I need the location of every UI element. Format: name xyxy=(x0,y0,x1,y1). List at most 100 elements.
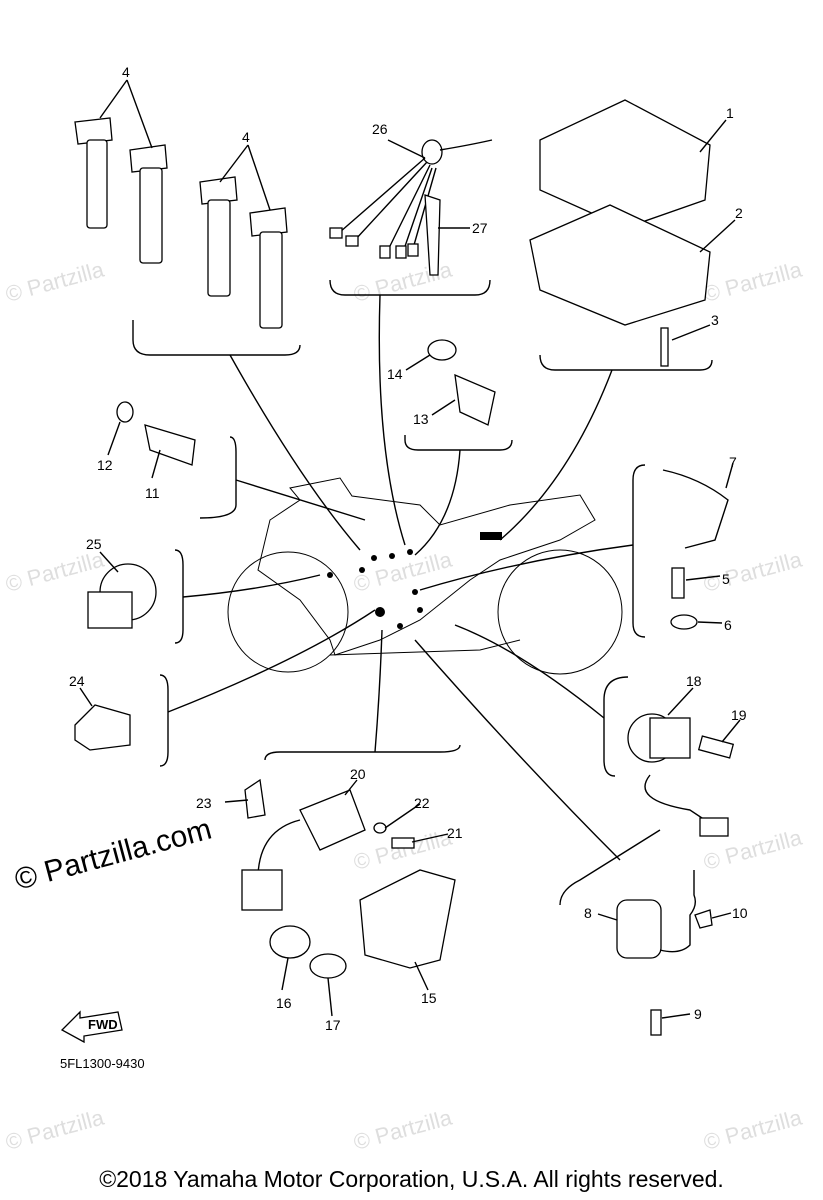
bracket-harness xyxy=(329,279,491,296)
cam-sensor-housing xyxy=(649,717,691,759)
temp-sensor xyxy=(144,424,196,466)
ecu-1 xyxy=(539,99,711,229)
callout-leader xyxy=(327,977,333,1017)
leader-line xyxy=(414,449,461,556)
part-ignition-coils xyxy=(74,117,288,329)
callout-number: 22 xyxy=(414,795,430,811)
pickup-connector xyxy=(241,869,283,911)
callout-leader xyxy=(219,144,271,211)
callout-number: 11 xyxy=(145,485,160,501)
part-relay xyxy=(616,870,713,1036)
location-marker xyxy=(371,555,377,561)
cable-tie xyxy=(424,194,441,276)
leader-line xyxy=(374,629,383,753)
location-marker xyxy=(480,532,502,540)
ecu-bolt xyxy=(660,327,669,367)
connector xyxy=(407,243,419,257)
pickup-rotor xyxy=(359,869,456,969)
callout-leader xyxy=(414,961,429,991)
callout-number: 21 xyxy=(447,825,463,841)
location-marker xyxy=(397,623,403,629)
callout-leader xyxy=(671,324,711,341)
location-marker xyxy=(412,589,418,595)
callout-leader xyxy=(405,354,431,371)
neutral-switch xyxy=(454,373,496,426)
part-map-sensor xyxy=(74,704,131,751)
callout-leader xyxy=(411,833,449,843)
bracket-speed-sensor xyxy=(174,549,184,644)
bracket-relay xyxy=(559,829,661,906)
parts-diagram: © Partzilla © Partzilla © Partzilla © Pa… xyxy=(3,64,805,1155)
leader-line xyxy=(182,574,321,598)
callout-leader xyxy=(661,1013,691,1019)
callout-number: 4 xyxy=(242,129,250,145)
ecu-2 xyxy=(529,204,711,326)
motorcycle-outline xyxy=(227,477,623,675)
oxygen-sensor xyxy=(671,567,685,599)
callout-number: 3 xyxy=(711,312,719,328)
callout-leader xyxy=(99,79,153,149)
callout-leader xyxy=(151,449,161,479)
leader-line xyxy=(414,639,621,861)
connector xyxy=(345,235,359,247)
watermark: © Partzilla xyxy=(351,256,455,306)
watermark: © Partzilla xyxy=(701,546,805,596)
part-neutral-switch xyxy=(427,339,496,426)
bracket-ignition-coils xyxy=(132,320,301,356)
part-cam-sensor xyxy=(627,713,735,837)
bracket-pickup xyxy=(264,744,461,761)
callout-number: 23 xyxy=(196,795,212,811)
cam-bolt xyxy=(697,735,735,759)
grommet xyxy=(421,139,443,165)
callout-leader xyxy=(344,779,358,796)
ignition-coil-4 xyxy=(249,207,288,237)
callout-leader xyxy=(667,687,694,716)
watermark: © Partzilla xyxy=(351,546,455,596)
callout-leader xyxy=(431,399,456,416)
callout-number: 7 xyxy=(729,454,737,470)
callout-number: 18 xyxy=(686,673,702,689)
callout-number: 9 xyxy=(694,1006,702,1022)
ignition-coil-2 xyxy=(129,144,168,173)
callout-number: 15 xyxy=(421,990,437,1006)
location-marker xyxy=(327,572,333,578)
harness-wire xyxy=(439,139,493,151)
callout-leader xyxy=(725,462,734,489)
harness-wires xyxy=(339,157,437,256)
part-oxygen xyxy=(662,469,729,630)
callout-number: 16 xyxy=(276,995,292,1011)
callout-number: 12 xyxy=(97,457,113,473)
callout-leader xyxy=(79,687,93,707)
map-sensor xyxy=(74,704,131,751)
speed-sensor-plug xyxy=(87,591,133,629)
group-brackets xyxy=(132,279,713,906)
bracket-ecu xyxy=(539,354,713,371)
callout-number: 26 xyxy=(372,121,388,137)
temp-gasket xyxy=(116,401,134,423)
relay xyxy=(616,899,662,959)
location-marker xyxy=(375,607,385,617)
connector xyxy=(395,245,407,259)
callout-number: 4 xyxy=(122,64,130,80)
location-marker xyxy=(417,607,423,613)
leader-line xyxy=(235,479,366,521)
ignition-coil-1 xyxy=(74,117,113,145)
watermark: © Partzilla xyxy=(3,256,107,306)
callout-number: 13 xyxy=(413,411,429,427)
cam-connector xyxy=(699,817,729,837)
bracket-oxygen xyxy=(632,464,646,638)
clamp xyxy=(244,778,266,819)
part-harness xyxy=(329,139,493,276)
part-pickup xyxy=(241,778,456,979)
callout-leader xyxy=(384,803,421,829)
callout-leader xyxy=(699,219,736,253)
ignition-coil-1-body xyxy=(86,139,108,229)
location-markers xyxy=(327,532,502,629)
callout-leader xyxy=(107,421,121,456)
watermark: © Partzilla xyxy=(701,1104,805,1154)
callout-leader xyxy=(224,799,249,803)
callout-number: 27 xyxy=(472,220,488,236)
callout-number: 10 xyxy=(732,905,748,921)
callout-number: 14 xyxy=(387,366,403,382)
screw xyxy=(391,837,415,849)
